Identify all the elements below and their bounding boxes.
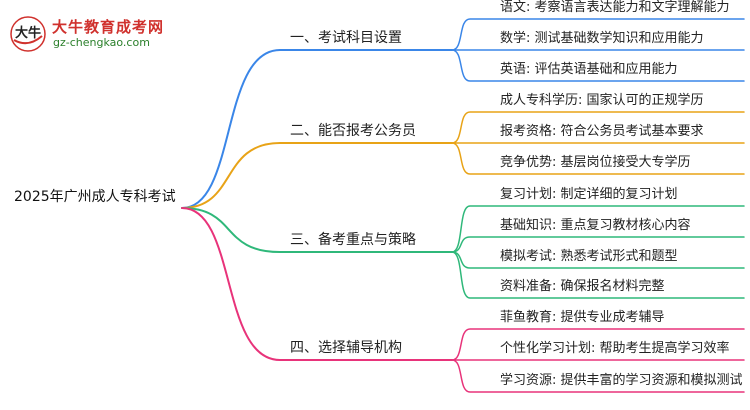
leaf-connector <box>451 205 745 253</box>
svg-text:大牛: 大牛 <box>15 25 41 41</box>
logo-url: gz-chengkao.com <box>53 36 150 49</box>
leaf-connector <box>451 236 745 253</box>
branch-connector-1 <box>181 49 453 209</box>
leaf-connector <box>451 18 745 51</box>
branch-connector-3 <box>181 207 453 253</box>
leaf-topic: 竞争优势: 基层岗位接受大专学历 <box>500 155 691 170</box>
niu-logo-icon: 大牛 <box>10 16 46 52</box>
leaf-connector <box>451 328 745 361</box>
leaf-topic: 模拟考试: 熟悉考试形式和题型 <box>500 249 678 264</box>
leaf-topic: 英语: 评估英语基础和应用能力 <box>500 62 678 77</box>
leaf-topic: 报考资格: 符合公务员考试基本要求 <box>500 124 704 139</box>
leaf-connector <box>451 359 745 393</box>
leaf-topic: 个性化学习计划: 帮助考生提高学习效率 <box>500 341 730 356</box>
leaf-connector <box>451 49 745 82</box>
leaf-topic: 菲鱼教育: 提供专业成考辅导 <box>500 310 665 325</box>
branch-connector-2 <box>181 142 453 209</box>
leaf-connector <box>451 251 745 299</box>
branch-topic-3: 三、备考重点与策略 <box>290 232 416 248</box>
root-topic: 2025年广州成人专科考试 <box>14 189 176 205</box>
logo-title: 大牛教育成考网 <box>52 18 165 36</box>
site-logo[interactable]: 大牛 大牛教育成考网 gz-chengkao.com <box>8 14 198 54</box>
branch-connector-4 <box>181 207 453 361</box>
leaf-topic: 语文: 考察语言表达能力和文字理解能力 <box>500 0 730 15</box>
leaf-topic: 成人专科学历: 国家认可的正规学历 <box>500 93 704 108</box>
leaf-topic: 学习资源: 提供丰富的学习资源和模拟测试 <box>500 373 743 388</box>
branch-topic-2: 二、能否报考公务员 <box>290 123 416 139</box>
leaf-topic: 数学: 测试基础数学知识和应用能力 <box>500 31 704 46</box>
leaf-topic: 基础知识: 重点复习教材核心内容 <box>500 218 691 233</box>
leaf-topic: 复习计划: 制定详细的复习计划 <box>500 187 678 202</box>
leaf-connector <box>451 142 745 175</box>
leaf-connector <box>451 111 745 144</box>
branch-topic-1: 一、考试科目设置 <box>290 30 402 46</box>
leaf-topic: 资料准备: 确保报名材料完整 <box>500 279 665 294</box>
branch-topic-4: 四、选择辅导机构 <box>290 340 402 356</box>
